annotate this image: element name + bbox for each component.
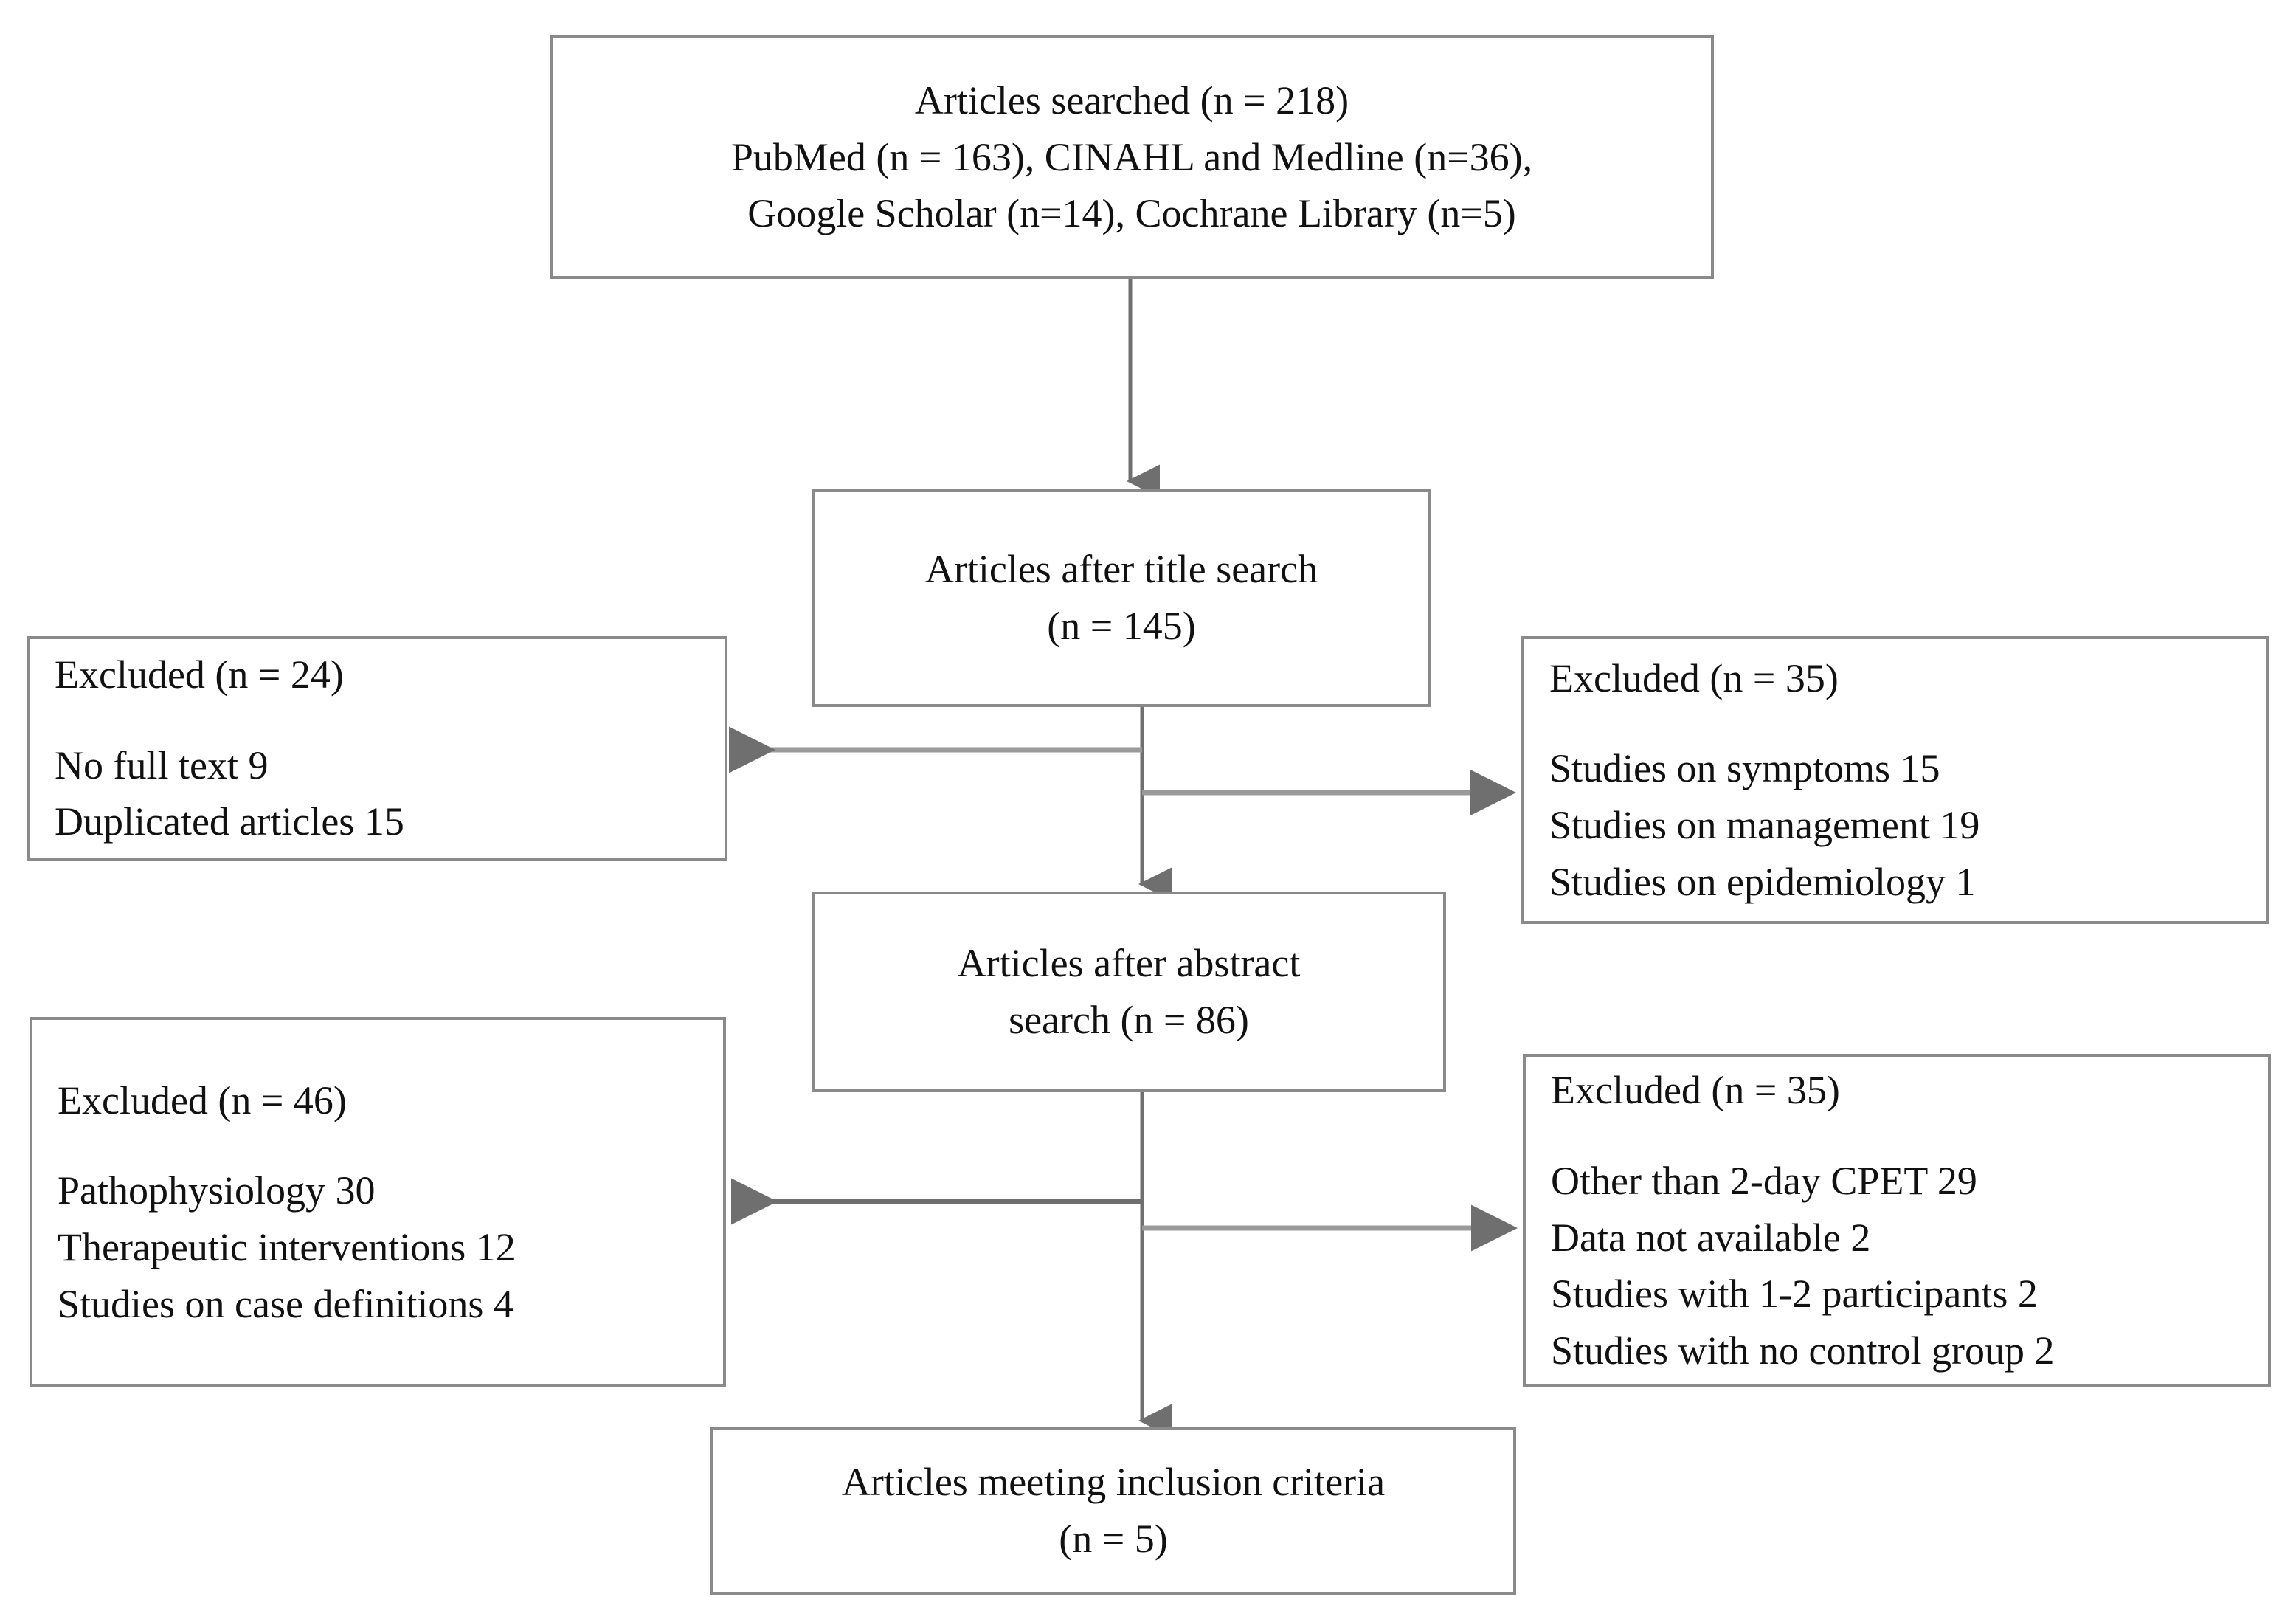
excluded-abstract-left-reason-2: Therapeutic interventions 12 [58,1225,516,1269]
node-articles-searched: Articles searched (n = 218) PubMed (n = … [550,35,1714,279]
node-articles-after-abstract-search: Articles after abstract search (n = 86) [812,892,1446,1092]
excluded-title-right-reason-2: Studies on management 19 [1549,803,1980,847]
node-excluded-abstract-right: Excluded (n = 35) Other than 2-day CPET … [1523,1054,2271,1387]
included-line-1: Articles meeting inclusion criteria [841,1460,1386,1505]
excluded-abstract-right-heading: Excluded (n = 35) [1551,1068,1840,1113]
excluded-title-right-heading: Excluded (n = 35) [1549,655,1839,700]
node-excluded-title-left: Excluded (n = 24) No full text 9 Duplica… [27,636,727,861]
node-excluded-abstract-left: Excluded (n = 46) Pathophysiology 30 The… [30,1017,726,1387]
node-articles-included: Articles meeting inclusion criteria (n =… [710,1427,1516,1595]
after-abstract-line-2: search (n = 86) [1009,998,1249,1042]
excluded-title-left-reason-2: Duplicated articles 15 [55,799,404,844]
excluded-abstract-right-reason-2: Data not available 2 [1551,1215,1871,1260]
articles-searched-line-1: Articles searched (n = 218) [914,77,1349,123]
excluded-title-left-heading: Excluded (n = 24) [55,652,344,697]
after-title-line-1: Articles after title search [924,547,1318,592]
excluded-abstract-right-reason-4: Studies with no control group 2 [1551,1328,2055,1373]
excluded-abstract-right-reason-3: Studies with 1-2 participants 2 [1551,1272,2038,1317]
excluded-abstract-left-reason-1: Pathophysiology 30 [58,1168,376,1213]
node-excluded-title-right: Excluded (n = 35) Studies on symptoms 15… [1521,636,2269,924]
included-line-2: (n = 5) [1059,1517,1168,1561]
after-abstract-line-1: Articles after abstract [957,941,1301,986]
articles-searched-line-2: PubMed (n = 163), CINAHL and Medline (n=… [730,134,1533,179]
articles-searched-line-3: Google Scholar (n=14), Cochrane Library … [747,191,1516,236]
excluded-abstract-left-heading: Excluded (n = 46) [58,1077,347,1122]
excluded-title-right-reason-3: Studies on epidemiology 1 [1549,859,1976,904]
after-title-line-2: (n = 145) [1047,604,1196,648]
excluded-title-right-reason-1: Studies on symptoms 15 [1549,746,1940,791]
excluded-abstract-right-reason-1: Other than 2-day CPET 29 [1551,1158,1977,1203]
node-articles-after-title-search: Articles after title search (n = 145) [812,489,1431,707]
excluded-abstract-left-reason-3: Studies on case definitions 4 [58,1281,514,1326]
excluded-title-left-reason-1: No full text 9 [55,742,269,787]
